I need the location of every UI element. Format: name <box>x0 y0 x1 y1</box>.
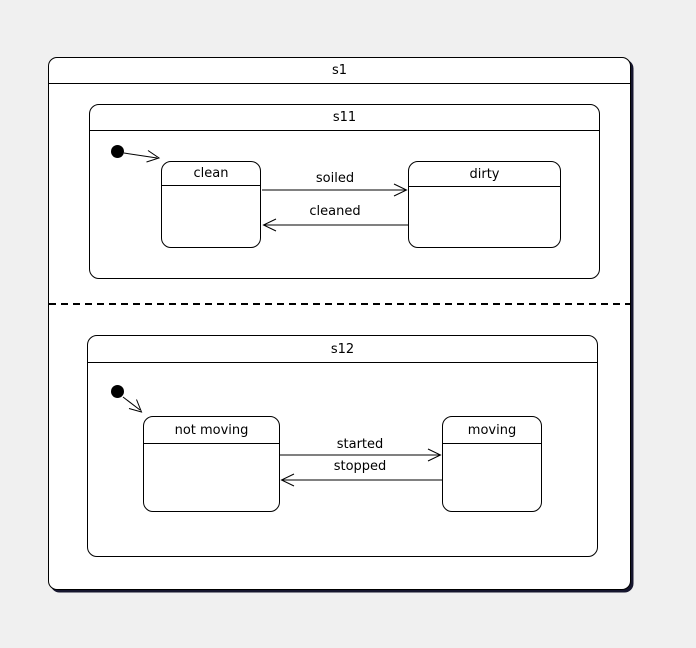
state-clean-name-label: clean <box>162 162 260 186</box>
initial-pseudostate-region1 <box>111 145 124 158</box>
state-s11-name-label: s11 <box>90 105 599 131</box>
orthogonal-region-separator <box>49 303 630 305</box>
state-s12-name-label: s12 <box>88 336 597 363</box>
state-dirty-name-label: dirty <box>409 162 560 187</box>
transition-label-cleaned: cleaned <box>309 204 361 219</box>
state-clean: clean <box>161 161 261 248</box>
state-moving-name-label: moving <box>443 417 541 444</box>
state-moving: moving <box>442 416 542 512</box>
state-not-moving-name-label: not moving <box>144 417 279 444</box>
state-dirty: dirty <box>408 161 561 248</box>
transition-label-started: started <box>336 437 384 452</box>
initial-pseudostate-region2 <box>111 385 124 398</box>
state-not-moving: not moving <box>143 416 280 512</box>
state-s1-name-label: s1 <box>49 58 630 84</box>
transition-label-stopped: stopped <box>333 459 387 474</box>
transition-label-soiled: soiled <box>315 171 355 186</box>
